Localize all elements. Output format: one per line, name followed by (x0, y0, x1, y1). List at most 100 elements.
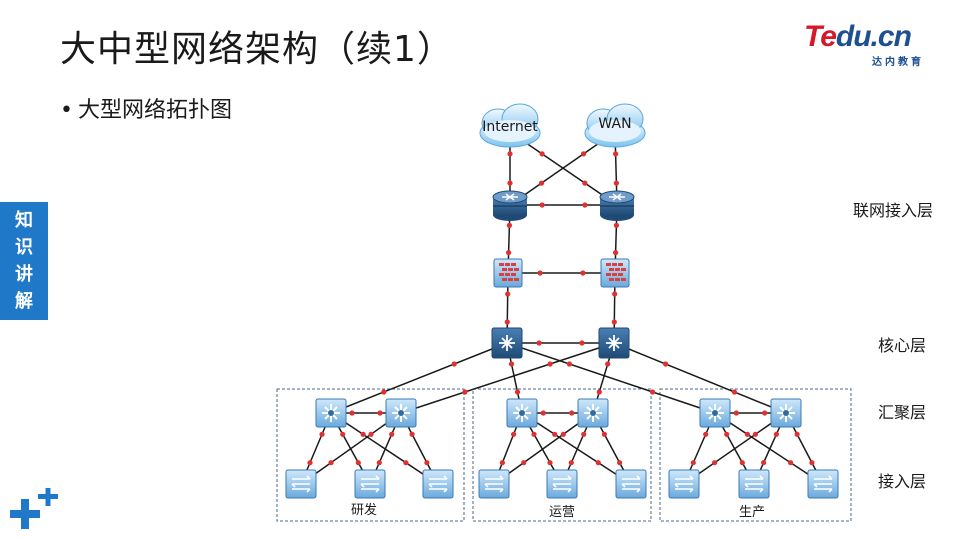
link-dot (377, 410, 383, 416)
link-a4-s4 (493, 412, 594, 485)
aggregation-switch-icon (699, 398, 731, 428)
link-a5-s9 (714, 412, 824, 485)
side-tab-char: 解 (15, 291, 33, 312)
link-dot (521, 460, 527, 466)
access-switch-icon (738, 469, 770, 499)
link-dot (368, 431, 374, 437)
internet-cloud-label: Internet (482, 119, 538, 135)
link-dot (409, 431, 415, 437)
logo-wordmark: Tedu.cn (804, 20, 912, 53)
internet-cloud-icon (479, 103, 541, 148)
side-tab-knowledge[interactable]: 知 识 讲 解 (0, 202, 48, 320)
link-dot (504, 319, 510, 325)
aggregation-switch-icon (385, 398, 417, 428)
link-dot (539, 202, 545, 208)
bullet-text: 大型网络拓扑图 (78, 98, 233, 123)
side-tab-char: 识 (15, 237, 33, 258)
link-dot (462, 389, 468, 395)
link-dot (340, 431, 346, 437)
link-dot (605, 361, 611, 367)
link-dot (761, 460, 767, 466)
link-dot (582, 180, 588, 186)
router-icon (492, 190, 528, 221)
link-dot (582, 202, 588, 208)
group-label-prod: 生产 (739, 505, 765, 520)
link-dot (424, 460, 430, 466)
layer-label-access-internet: 联网接入层 (853, 201, 933, 220)
link-dot (381, 389, 387, 395)
link-dot (569, 410, 575, 416)
layer-label-access: 接入层 (878, 472, 926, 491)
link-a1-s3 (330, 412, 439, 485)
link-dot (613, 222, 620, 228)
group-label-ops: 运营 (549, 505, 575, 520)
group-box-prod (659, 388, 852, 522)
link-dot (508, 361, 515, 367)
link-dot (612, 291, 618, 297)
link-dot (389, 431, 395, 437)
link-dot (580, 151, 587, 157)
link-a2-s1 (300, 412, 402, 485)
link-dot (506, 250, 512, 256)
logo-subtitle: 达内教育 (872, 57, 924, 68)
side-tab-char: 知 (15, 210, 33, 231)
link-dot (505, 291, 511, 297)
access-switch-icon (615, 469, 647, 499)
link-dot (581, 431, 587, 437)
link-dot (731, 389, 738, 395)
link-dot (507, 151, 513, 157)
link-dot (739, 460, 745, 466)
link-dot (744, 431, 751, 437)
link-c2-a2 (400, 342, 615, 414)
link-c1-a1 (330, 342, 508, 414)
access-switch-icon (285, 469, 317, 499)
link-dot (451, 361, 457, 367)
link-dot (514, 389, 521, 395)
link-dot (579, 340, 585, 346)
group-box-ops (472, 388, 652, 522)
link-dot (712, 460, 718, 466)
access-switch-icon (478, 469, 510, 499)
link-dot (536, 340, 542, 346)
aggregation-switch-icon (506, 398, 538, 428)
link-dot (617, 460, 623, 466)
link-dot (531, 431, 537, 437)
layer-label-aggregation: 汇聚层 (878, 403, 926, 422)
group-label-rd: 研发 (351, 502, 377, 518)
router-icon (599, 190, 635, 221)
access-switch-icon (807, 469, 839, 499)
access-switch-icon (354, 469, 386, 499)
link-dot (724, 431, 730, 437)
link-dot (601, 431, 608, 437)
link-dot (611, 319, 617, 325)
link-dot (580, 270, 586, 276)
link-dot (762, 410, 768, 416)
wan-cloud-label: WAN (598, 116, 631, 132)
link-dot (560, 431, 566, 437)
link-dot (510, 431, 517, 437)
link-dot (507, 180, 513, 186)
link-dot (506, 222, 512, 228)
core-switch-icon (491, 327, 523, 359)
links-group (300, 131, 824, 485)
link-dot (355, 460, 361, 466)
link-dot (566, 361, 573, 367)
link-dot (360, 431, 366, 437)
page-title: 大中型网络架构（续1） (60, 29, 454, 70)
plus-decoration-icon (10, 488, 58, 529)
link-c2-a6 (613, 342, 787, 414)
link-c1-a5 (506, 342, 716, 414)
link-dot (690, 460, 696, 466)
link-dot (328, 460, 334, 466)
access-switch-icon (546, 469, 578, 499)
link-a3-s6 (521, 412, 632, 485)
layer-label-core: 核心层 (878, 336, 926, 355)
link-dot (595, 460, 601, 466)
link-dot (613, 180, 620, 186)
link-dot (613, 250, 619, 256)
link-dot (539, 151, 545, 157)
link-dot (568, 460, 574, 466)
link-dot (788, 460, 794, 466)
aggregation-switch-icon (315, 398, 347, 428)
